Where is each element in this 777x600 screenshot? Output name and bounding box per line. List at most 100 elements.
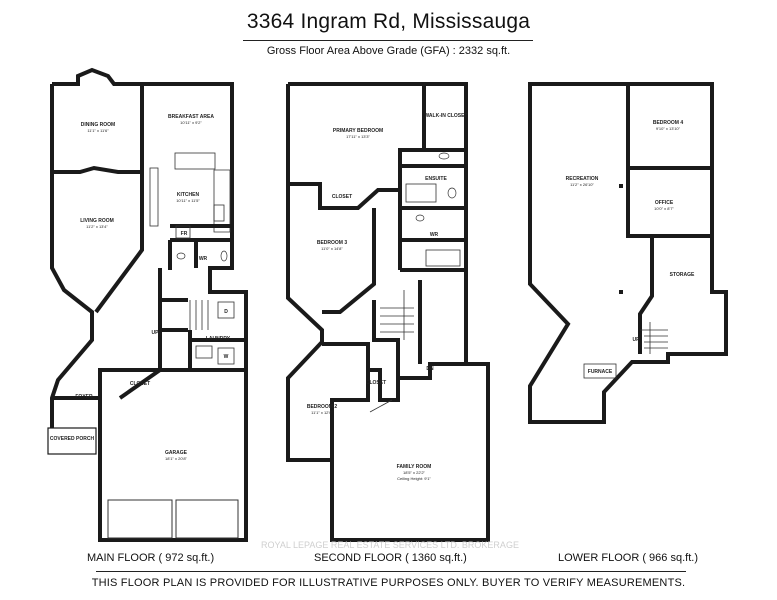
storage-wall [638, 236, 654, 354]
office-wall [626, 168, 712, 238]
room-label: FR [181, 231, 188, 237]
second-floor-outer-wall [286, 82, 490, 542]
wr-walls [168, 238, 232, 270]
ensuite-tub [405, 183, 437, 203]
wr-sink [176, 252, 186, 260]
wr-walls [400, 238, 466, 272]
washer [217, 347, 235, 365]
disclaimer-divider [96, 571, 686, 572]
lower-floor-label: LOWER FLOOR ( 966 sq.ft.) [558, 552, 698, 564]
watermark: ROYAL LEPAGE REAL ESTATE SERVICES LTD. B… [261, 540, 519, 550]
living-room-east-wall [94, 172, 144, 314]
furnace [583, 363, 617, 379]
fridge [175, 225, 191, 239]
room-label: BEDROOM 4 [653, 120, 684, 126]
ensuite-walls [398, 164, 466, 270]
room-label: DINING ROOM [81, 122, 115, 128]
lower-floor-outer-wall [528, 82, 728, 424]
bedroom-2-wall [322, 342, 370, 460]
room-label: DN [426, 366, 434, 372]
room-label: BREAKFAST AREA [168, 114, 214, 120]
title-divider [243, 40, 533, 41]
stair-walls [158, 268, 188, 370]
room-dims: 11'2" x 13'4" [86, 224, 108, 229]
room-dims: 11'1" x 12'0" [311, 410, 333, 415]
room-label: PRIMARY BEDROOM [333, 128, 383, 134]
wr-tub [425, 249, 461, 267]
stairs [189, 300, 209, 330]
garage-door-right [175, 499, 239, 539]
room-label: WR [430, 232, 439, 238]
room-label: BEDROOM 3 [317, 240, 348, 246]
laundry-inner-walls [188, 330, 246, 370]
room-label: LAUNDRY [206, 336, 231, 342]
laundry-walls [160, 290, 248, 372]
room-label: LIVING ROOM [80, 218, 114, 224]
ceiling-height: Ceiling Height: 9'1" [397, 476, 431, 481]
room-dims: 18'5" x 22'2" [403, 470, 426, 475]
room-dims: 10'11" x 9'2" [180, 120, 202, 125]
room-label: FOYER [75, 394, 93, 400]
room-dims: 11'0" x 14'8" [321, 246, 343, 251]
main-floor-outer-wall [52, 67, 234, 294]
closet-wall [118, 368, 162, 400]
room-label: UP [633, 337, 641, 343]
room-label: UP [152, 330, 160, 336]
room-dims: 18'1" x 20'8" [165, 456, 188, 461]
garage-walls [98, 370, 248, 542]
room-label: FURNACE [588, 369, 613, 375]
column [619, 290, 623, 294]
lower-floor-plan: BEDROOM 4 9'10" x 13'10" RECREATION 11'2… [528, 82, 728, 424]
main-floor-label: MAIN FLOOR ( 972 sq.ft.) [87, 552, 215, 564]
room-dims: 17'11" x 13'3" [346, 134, 370, 139]
dining-living-wall [52, 165, 140, 174]
closet-walls [368, 368, 400, 402]
family-room-divider [369, 399, 393, 413]
room-label: ENSUITE [425, 176, 447, 182]
kitchen-counter [213, 169, 231, 233]
foyer-wall [52, 368, 160, 400]
stairs [380, 290, 414, 340]
gross-floor-area: Gross Floor Area Above Grade (GFA) : 233… [266, 45, 511, 57]
stairs [640, 322, 668, 354]
room-dims: 11'1" x 11'6" [87, 128, 109, 133]
room-dims: 10'0" x 8'7" [654, 206, 674, 211]
kitchen-side-counter [149, 167, 159, 227]
room-label: WALK-IN CLOSET [424, 113, 467, 119]
dryer [217, 301, 235, 319]
room-label: GARAGE [165, 450, 188, 456]
room-label: CLOSET [332, 194, 352, 200]
room-label: WR [199, 256, 208, 262]
room-dims: 10'11" x 11'5" [176, 198, 200, 203]
second-floor-label: SECOND FLOOR ( 1360 sq.ft.) [314, 552, 467, 564]
room-label: RECREATION [566, 176, 599, 182]
covered-porch [47, 427, 97, 455]
page-title: 3364 Ingram Rd, Mississauga [246, 10, 531, 33]
room-label: STORAGE [670, 272, 695, 278]
room-label: COVERED PORCH [50, 436, 95, 442]
second-floor-plan: PRIMARY BEDROOM 17'11" x 13'3" WALK-IN C… [286, 82, 490, 542]
kitchen-island [174, 152, 216, 170]
room-label: CLOSET [130, 381, 150, 387]
garage-door-left [107, 499, 173, 539]
room-label: CLOSET [366, 380, 386, 386]
laundry-sink [195, 345, 213, 359]
room-dims: 9'10" x 13'10" [656, 126, 681, 131]
room-dims: 11'2" x 26'10" [570, 182, 594, 187]
ensuite-sink [438, 152, 450, 160]
room-label: OFFICE [655, 200, 674, 206]
wr-toilet [220, 250, 228, 262]
room-label: KITCHEN [177, 192, 200, 198]
primary-bedroom-south-wall [288, 148, 424, 210]
main-floor-plan: DINING ROOM 11'1" x 11'6" BREAKFAST AREA… [47, 67, 248, 542]
bedroom-3-wall [322, 208, 376, 314]
wr-sink [415, 214, 425, 222]
stair-walls [372, 280, 422, 364]
main-floor-west-wall [50, 84, 94, 428]
room-label: FAMILY ROOM [397, 464, 432, 470]
room-label: BEDROOM 2 [307, 404, 338, 410]
disclaimer: THIS FLOOR PLAN IS PROVIDED FOR ILLUSTRA… [91, 577, 686, 589]
column [619, 184, 623, 188]
ensuite-toilet [447, 187, 457, 199]
